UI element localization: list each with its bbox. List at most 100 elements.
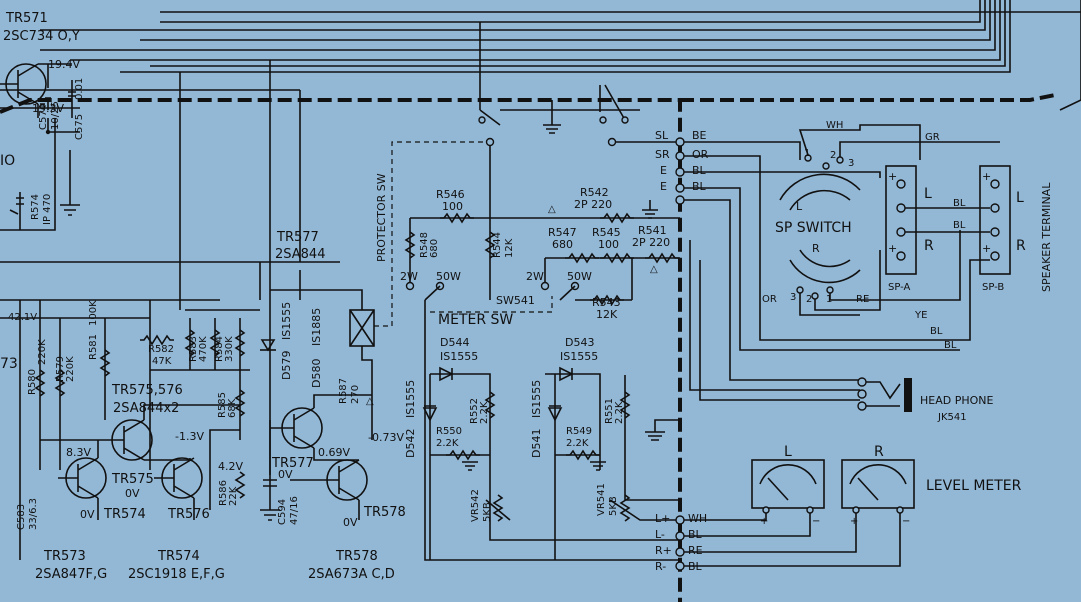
c574-value: 10/25 bbox=[50, 101, 61, 130]
tr574-symbol bbox=[58, 457, 107, 499]
meter-sw-label: METER SW bbox=[438, 312, 513, 328]
tap-e-1: E bbox=[660, 164, 667, 177]
r584-value: 330K bbox=[224, 336, 235, 362]
sp-pin-3a: 3 bbox=[848, 158, 854, 169]
tr577-symbol bbox=[270, 407, 323, 449]
spb-r: R bbox=[1016, 238, 1026, 254]
spb-l: L bbox=[1016, 190, 1024, 206]
spb-plus-1: + bbox=[982, 170, 991, 183]
meter-l-plus: + bbox=[760, 516, 768, 527]
r541-value: 2P 220 bbox=[632, 236, 670, 249]
voltage-neg-1-3v: -1.3V bbox=[175, 430, 204, 443]
d580-ref: D580 bbox=[310, 359, 323, 388]
d543-part: IS1555 bbox=[560, 350, 598, 363]
d541-ref: D541 bbox=[530, 429, 543, 458]
r551-ref: R551 bbox=[604, 398, 615, 424]
spa-plus-1: + bbox=[888, 170, 897, 183]
io-label: IO bbox=[0, 153, 15, 169]
r574-ref: R574 bbox=[30, 194, 41, 220]
r581-value: 100K bbox=[88, 300, 99, 326]
spb-label: SP-B bbox=[982, 282, 1004, 293]
meter-tap-lplus: L+ bbox=[655, 512, 670, 525]
spa-label: SP-A bbox=[888, 282, 911, 293]
r586-ref: R586 bbox=[218, 480, 229, 506]
sp-wire-or: OR bbox=[762, 294, 777, 305]
r585-value: 68K bbox=[227, 398, 238, 418]
spa-r: R bbox=[924, 238, 934, 254]
meter-tap-rplus: R+ bbox=[655, 544, 672, 557]
d541-part: IS1555 bbox=[530, 380, 543, 418]
sp-pin-1b: 1 bbox=[826, 294, 832, 305]
sp-wire-bl-2: BL bbox=[944, 340, 957, 351]
meter-l-minus: − bbox=[812, 516, 820, 527]
meter-network bbox=[404, 22, 680, 561]
r580-value: 220K bbox=[37, 339, 48, 365]
level-meter-label: LEVEL METER bbox=[926, 478, 1022, 494]
sp-pin-2b: 2 bbox=[806, 294, 812, 305]
sw541-label: SW541 bbox=[496, 294, 535, 307]
wire-color-bl-1: BL bbox=[692, 164, 707, 177]
tr577-tag: TR577 bbox=[271, 456, 314, 471]
left-resistors bbox=[0, 300, 280, 560]
tap-sr: SR bbox=[655, 148, 670, 161]
spb-plus-2: + bbox=[982, 242, 991, 255]
r552-ref: R552 bbox=[469, 398, 480, 424]
r574-value: IP 470 bbox=[42, 194, 53, 225]
tr575-tag: TR575 bbox=[111, 472, 154, 487]
tri-marker-c: △ bbox=[650, 264, 658, 275]
sp-switch-label: SP SWITCH bbox=[775, 220, 852, 236]
d580-part: IS1885 bbox=[310, 308, 323, 346]
c575-ref: C575 bbox=[74, 114, 85, 140]
r546-ref: R546 bbox=[436, 188, 465, 201]
protector-wiring bbox=[179, 60, 490, 475]
r542-ref: R542 bbox=[580, 186, 609, 199]
sp-switch-r: R bbox=[812, 242, 820, 255]
headphone-ref: JK541 bbox=[937, 412, 967, 423]
r543-ref: R543 bbox=[592, 296, 621, 309]
voltage-8-3v: 8.3V bbox=[66, 446, 91, 459]
tr578-symbol bbox=[318, 459, 368, 501]
sp-switch-l: L bbox=[796, 200, 803, 213]
r546-value: 100 bbox=[442, 200, 463, 213]
sp-a-block bbox=[885, 165, 990, 275]
spa-l: L bbox=[924, 186, 932, 202]
sp-wire-re: RE bbox=[856, 294, 869, 305]
tr574-part: 2SC1918 E,F,G bbox=[128, 567, 225, 582]
sp-pin-3b: 3 bbox=[790, 292, 796, 303]
tr578-part: 2SA673A C,D bbox=[308, 567, 395, 582]
r549-value: 2.2K bbox=[566, 438, 589, 449]
meter-color-re: RE bbox=[688, 544, 703, 557]
tr578-ref: TR578 bbox=[335, 549, 378, 564]
tap-e-2: E bbox=[660, 180, 667, 193]
spa-plus-2: + bbox=[888, 242, 897, 255]
sp-pin-1a: 1 bbox=[804, 148, 810, 159]
meter-sw-2w-a: 2W bbox=[400, 270, 418, 283]
r543-value: 12K bbox=[596, 308, 618, 321]
sp-wire-wh: WH bbox=[826, 120, 843, 131]
sp-wire-gr: GR bbox=[925, 132, 940, 143]
meter-sw-50w-a: 50W bbox=[436, 270, 461, 283]
r583-value: 470K bbox=[198, 336, 209, 362]
sp-pin-2a: 2 bbox=[830, 150, 836, 161]
r580-ref: R580 bbox=[27, 369, 38, 395]
r584-ref: R584 bbox=[214, 336, 225, 362]
d542-part: IS1555 bbox=[404, 380, 417, 418]
tr574-ref: TR574 bbox=[157, 549, 200, 564]
tr573-part: 2SA847F,G bbox=[35, 567, 107, 582]
r545-value: 100 bbox=[598, 238, 619, 251]
r550-ref: R550 bbox=[436, 426, 462, 437]
wire-color-or: OR bbox=[692, 148, 709, 161]
wire-color-bl-2: BL bbox=[692, 180, 707, 193]
voltage-neg-0-73v: -0.73V bbox=[368, 431, 404, 444]
terminal-column bbox=[675, 137, 990, 571]
meter-r-plus: + bbox=[850, 516, 858, 527]
protector-sw-label: PROTECTOR SW bbox=[375, 173, 388, 262]
sp-wire-bl-3: BL bbox=[953, 198, 966, 209]
tr575-ref: TR575,576 bbox=[111, 383, 183, 398]
c575-value: 0.01 bbox=[74, 78, 85, 100]
level-meter-r bbox=[841, 459, 915, 514]
meter-tap-rminus: R- bbox=[655, 560, 666, 573]
r548-value: 680 bbox=[429, 239, 440, 258]
r583-ref: R583 bbox=[188, 336, 199, 362]
meter-tap-lminus: L- bbox=[655, 528, 665, 541]
